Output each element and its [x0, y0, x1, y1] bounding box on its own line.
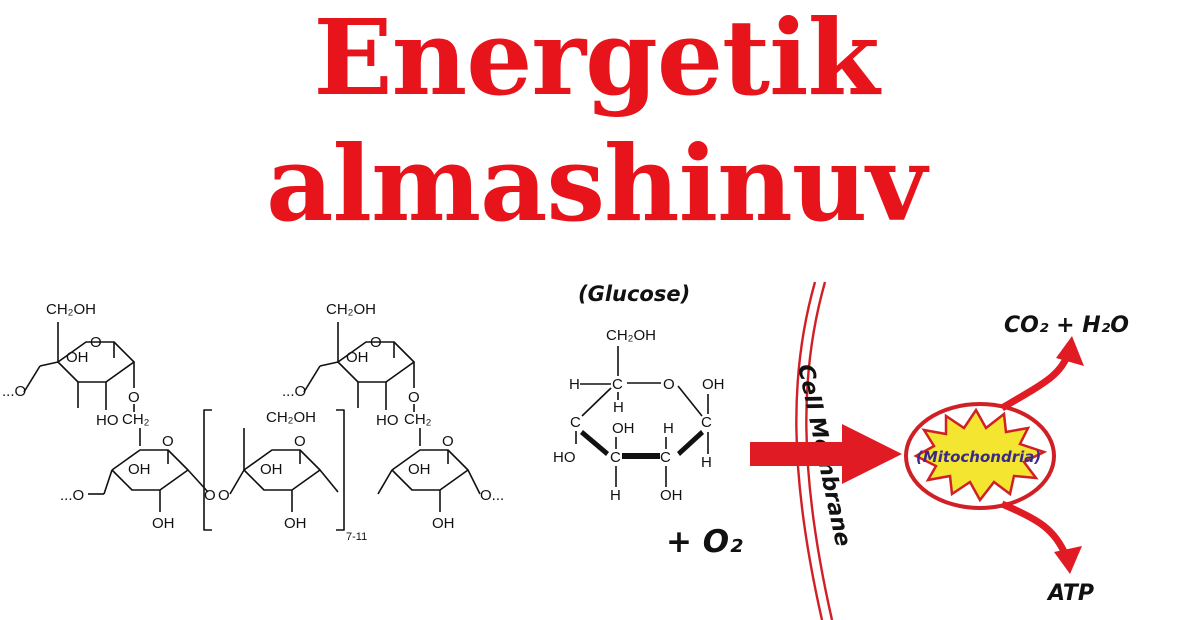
ring-oxygen: O [294, 433, 306, 450]
atp-arrow-head [1054, 546, 1082, 574]
repeat-count: 7-11 [346, 531, 367, 543]
mitochondrion-cristae [913, 407, 1048, 503]
glucose-label: (Glucose) [578, 282, 690, 306]
mitochondria-label: (Mitochondria) [916, 448, 1041, 466]
ring-oxygen: O [370, 334, 382, 351]
cell-schematic: Cell Membrane (Mitochondria) CO₂ + H₂O A… [750, 281, 1129, 620]
chain-right-end: O... [480, 487, 504, 504]
atp-arrow-shaft [1000, 500, 1070, 558]
energy-arrow-shaft [750, 442, 846, 466]
glucose-c4: C [570, 414, 581, 431]
glucose-h: H [613, 399, 624, 416]
ch2oh-label: CH₂OH [326, 301, 376, 318]
ch2-label: CH₂ [404, 411, 432, 428]
starch-structure: O CH₂OH OH HO ...O O CH₂ O OH OH ...O O … [2, 301, 504, 543]
title-line-1: Energetik [313, 0, 879, 119]
glucose-c1: C [701, 414, 712, 431]
ch2-label: CH₂ [122, 411, 150, 428]
ring-oxygen: O [442, 433, 454, 450]
glucose-h: H [701, 454, 712, 471]
energy-arrow-head [842, 424, 902, 484]
starch-ring-1: O CH₂OH OH HO ...O O [2, 301, 140, 429]
starch-ring-2: O OH OH ...O O [60, 433, 216, 532]
starch-ring-4: O CH₂OH OH HO ...O O [282, 301, 420, 429]
glucose-ch2oh: CH₂OH [606, 327, 656, 344]
chain-left-end: ...O [282, 383, 306, 400]
co2-arrow-head [1056, 336, 1084, 366]
repeat-bracket-right [336, 409, 345, 531]
atp-label: ATP [1046, 581, 1094, 606]
glucose-h: H [663, 420, 674, 437]
ring-oxygen: O [162, 433, 174, 450]
glucose-h: H [569, 376, 580, 393]
oh-label: OH [128, 461, 151, 478]
starch-ring-3: CH₂OH O OH OH O [218, 409, 339, 532]
glucose-structure: (Glucose) CH₂OH C O H H OH C C OH H HO H… [553, 282, 743, 560]
cell-membrane-outer [795, 281, 824, 620]
glycosidic-oxygen: O [204, 487, 216, 504]
oh-label: OH [260, 461, 283, 478]
oh-label: OH [432, 515, 455, 532]
starch-ring-5: O OH OH O... [377, 433, 504, 532]
glycosidic-oxygen: O [408, 389, 420, 406]
ho-label: HO [376, 412, 399, 429]
oh-label: OH [408, 461, 431, 478]
title-line-2: almashinuv [266, 122, 927, 245]
chain-left-end: ...O [2, 383, 26, 400]
glucose-c5: C [612, 376, 623, 393]
co2-h2o-label: CO₂ + H₂O [1004, 313, 1129, 338]
chain-left-end: ...O [60, 487, 84, 504]
glucose-oh: OH [660, 487, 683, 504]
ch2oh-label: CH₂OH [46, 301, 96, 318]
glucose-ho: HO [553, 449, 576, 466]
glycosidic-oxygen: O [218, 487, 230, 504]
glucose-oh: OH [702, 376, 725, 393]
ring-oxygen: O [90, 334, 102, 351]
glucose-oh: OH [612, 420, 635, 437]
glucose-h: H [610, 487, 621, 504]
glycosidic-oxygen: O [128, 389, 140, 406]
repeat-bracket-left [203, 409, 212, 531]
oh-label: OH [152, 515, 175, 532]
glucose-c2: C [660, 449, 671, 466]
plus-oxygen-label: + O₂ [666, 524, 743, 560]
oh-label: OH [284, 515, 307, 532]
oh-label: OH [66, 349, 89, 366]
glucose-c3: C [610, 449, 621, 466]
cell-membrane-inner [805, 281, 834, 620]
oh-label: OH [346, 349, 369, 366]
ch2oh-label: CH₂OH [266, 409, 316, 426]
glucose-ring-oxygen: O [663, 376, 675, 393]
ho-label: HO [96, 412, 119, 429]
